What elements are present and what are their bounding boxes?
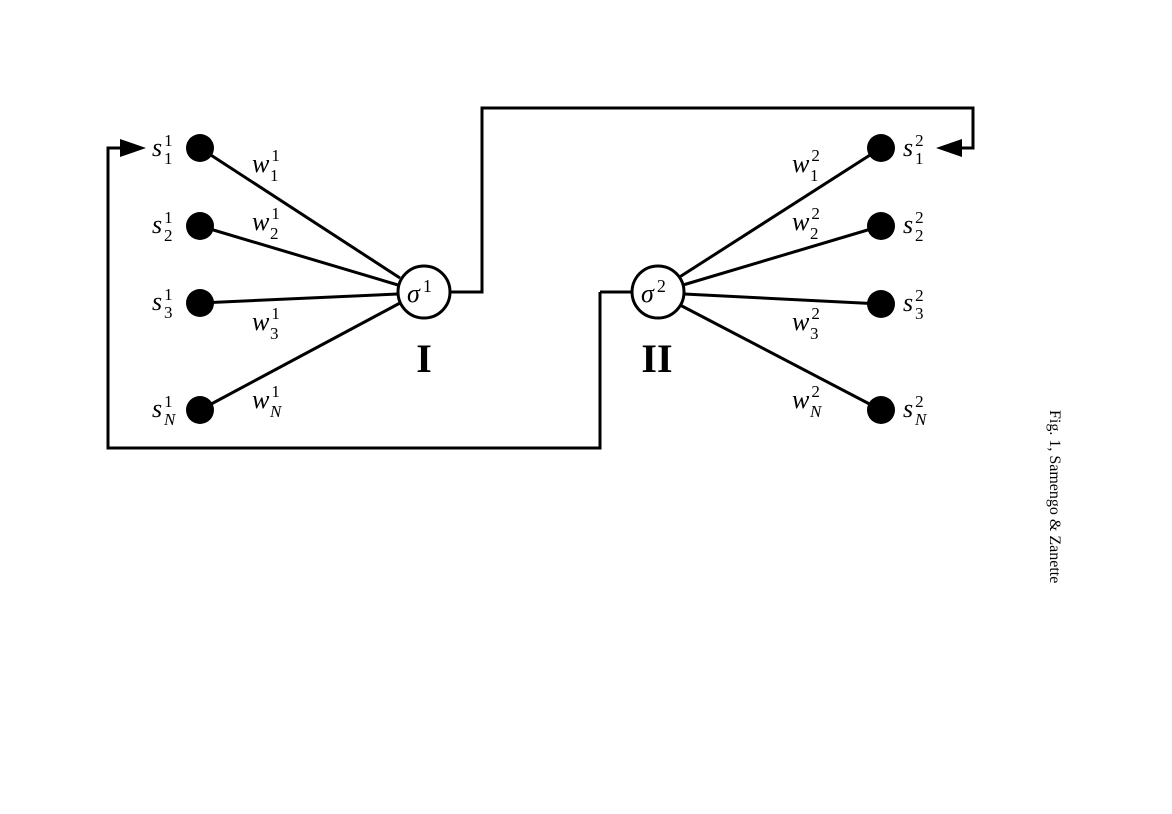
input-unit-1-2 <box>186 212 214 240</box>
s-label-2-3-sub: 3 <box>915 304 924 323</box>
connection-2-N <box>679 303 882 412</box>
s-label-1-2-sub: 2 <box>164 226 173 245</box>
s-label-1-3-sub: 3 <box>164 303 173 322</box>
network-1-connections <box>199 146 401 412</box>
input-unit-2-3 <box>867 290 895 318</box>
connection-2-3 <box>683 292 882 306</box>
connection-1-2 <box>199 224 399 287</box>
connection-2-2 <box>682 224 882 287</box>
w-label-2-2-sub: 2 <box>810 224 819 243</box>
feedback-wire-2-to-1 <box>106 146 602 450</box>
s-label-1-N-sub: N <box>163 410 177 429</box>
w-label-1-N-sub: N <box>269 402 283 421</box>
network-2-title: II <box>641 336 672 381</box>
input-unit-2-2 <box>867 212 895 240</box>
network-1-title: I <box>416 336 432 381</box>
input-unit-1-N <box>186 396 214 424</box>
input-unit-1-3 <box>186 289 214 317</box>
connection-1-N <box>199 301 401 412</box>
s-label-1-1-sub: 1 <box>164 149 173 168</box>
w-label-2-3-sub: 3 <box>810 324 819 343</box>
w-label-1-1-sub: 1 <box>270 166 279 185</box>
output-node-2 <box>630 264 686 320</box>
connection-2-1 <box>677 146 882 280</box>
w-label-1-2-sub: 2 <box>270 224 279 243</box>
w-label-2-1-sub: 1 <box>810 166 819 185</box>
network-2-connections <box>677 146 882 412</box>
input-unit-2-1 <box>867 134 895 162</box>
s-label-2-N-sub: N <box>914 410 928 429</box>
s-label-2-2-sub: 2 <box>915 226 924 245</box>
figure-caption: Fig. 1, Samengo & Zanette <box>1046 410 1063 583</box>
s-label-2-1-sub: 1 <box>915 149 924 168</box>
output-node-1 <box>396 264 452 320</box>
input-unit-1-1 <box>186 134 214 162</box>
arrowhead-into-s1-2 <box>936 139 962 157</box>
connection-1-3 <box>199 292 399 305</box>
connection-1-1 <box>199 146 401 280</box>
w-label-1-3-sub: 3 <box>270 324 279 343</box>
w-label-2-N-sub: N <box>809 402 823 421</box>
input-unit-2-N <box>867 396 895 424</box>
arrowhead-into-s1-1 <box>120 139 146 157</box>
feedback-wire-1-to-2 <box>450 106 975 294</box>
